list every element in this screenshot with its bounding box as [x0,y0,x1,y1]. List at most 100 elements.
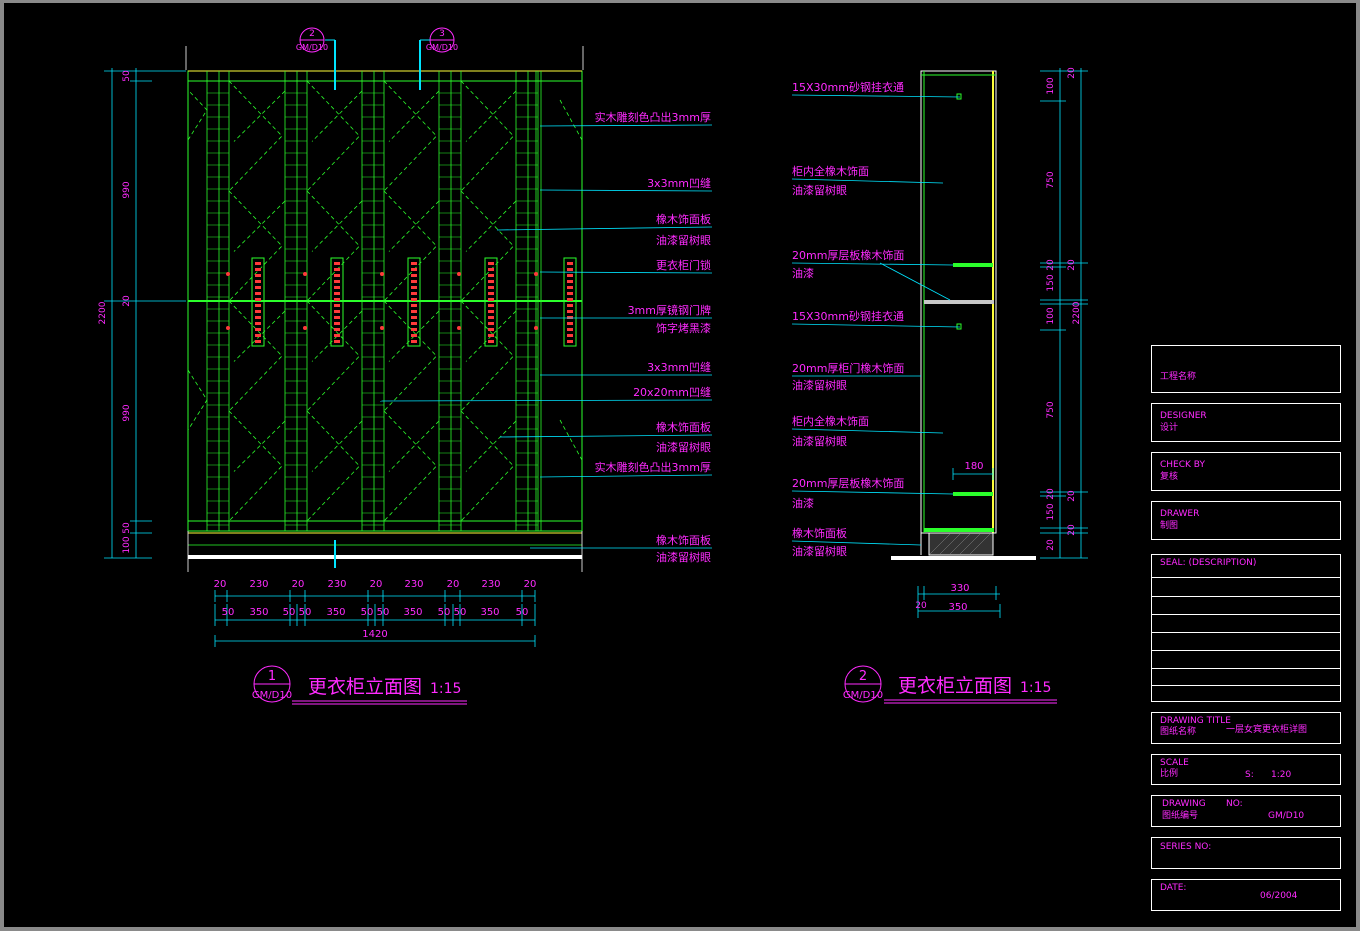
chevron-pattern-1 [187,80,583,522]
tb-scale-s: S: [1245,770,1254,780]
note-label: 橡木饰面板 [792,526,847,540]
tb-seal-row [1151,632,1341,633]
tb-project [1151,345,1341,393]
section-b-num: 3 [439,29,445,39]
tb-drawer-en: DRAWER [1160,509,1200,519]
note-label: 20x20mm凹缝 [633,385,711,399]
door-nameplate [484,257,498,347]
dim-left-2: 990 [122,181,132,198]
note-label: 柜内全橡木饰面 [792,164,869,178]
note-leader [791,323,961,328]
note-label: 更衣柜门锁 [656,258,711,272]
dim-w2-2: 20 [915,601,927,611]
elevation-1: 2 GM/D10 3 GM/D10 50 990 20 990 50 100 2… [98,27,713,705]
annotation-notes-1: 实木雕刻色凸出3mm厚3x3mm凹缝橡木饰面板油漆留树眼更衣柜门锁3mm厚镜钢门… [379,110,713,564]
dim-width-1: 1420 [362,629,387,640]
dim-bottom-mid: 350 [249,607,268,618]
tb-date-label: DATE: [1160,883,1187,893]
title-badge-ref-1: GM/D10 [252,690,292,701]
dim-bottom-mid: 50 [454,607,467,618]
door-nameplate [407,257,421,347]
left-dimensions-1 [104,68,186,559]
note-label: 20mm厚层板橡木饰面 [792,248,904,262]
tb-series [1151,837,1341,869]
dim-w1-2: 330 [950,583,969,594]
dim-bottom-mid: 50 [299,607,312,618]
dim-right: 20 [1046,539,1056,551]
note-label: 15X30mm砂钢挂衣通 [792,309,904,323]
note-label: 橡木饰面板 [656,533,711,547]
section-marker-b [419,27,455,90]
note-label: 油漆留树眼 [792,378,847,392]
title-1: 更衣柜立面图 [308,676,422,698]
tb-project-label: 工程名称 [1160,372,1197,382]
dim-bottom-mid: 50 [516,607,529,618]
dim-bottom-top: 20 [447,579,460,590]
door-plates-1 [226,257,577,347]
door-lock-dot [380,326,384,330]
dim-right-outer: 20 [1067,259,1077,271]
tb-series-label: SERIES NO: [1160,842,1212,852]
note-label: 油漆 [792,266,814,280]
dim-bottom-mid: 50 [222,607,235,618]
tb-drawing-title-cn: 图纸名称 [1160,727,1197,737]
dim-left-1: 50 [122,70,132,82]
note-label: 柜内全橡木饰面 [792,414,869,428]
tb-scale-en: SCALE [1160,758,1189,768]
tb-drawer [1151,501,1341,540]
door-lock-dot [226,272,230,276]
door-lock-dot [303,272,307,276]
tb-seal-row [1151,668,1341,669]
note-leader [539,271,713,274]
note-label: 3mm厚镜钢门牌 [628,303,711,317]
dim-bottom-top: 230 [404,579,423,590]
note-label: 油漆留树眼 [656,550,711,564]
title-2: 更衣柜立面图 [898,675,1012,697]
dim-right-total: 2200 [1072,301,1082,324]
title-scale-2: 1:15 [1020,680,1051,696]
section-marker-a [299,27,336,90]
dim-right: 750 [1046,401,1056,418]
door-lock-dot [457,326,461,330]
tb-check-cn: 复核 [1160,472,1179,482]
dim-bottom-top: 20 [370,579,383,590]
dim-right: 150 [1046,503,1056,520]
dim-right: 100 [1046,307,1056,324]
note-leader [539,189,713,192]
title-badge-1 [253,665,467,705]
note-leader [791,178,944,184]
door-lock-dot [534,272,538,276]
dim-bottom-top: 20 [214,579,227,590]
note-leader [879,262,951,301]
tb-check-en: CHECK BY [1160,460,1205,470]
dim-left-6: 100 [122,536,132,553]
note-label: 20mm厚层板橡木饰面 [792,476,904,490]
note-leader [791,490,954,495]
tb-designer-cn: 设计 [1160,423,1179,433]
tb-scale-cn: 比例 [1160,769,1179,779]
dim-right-outer: 20 [1067,490,1077,502]
note-label: 油漆留树眼 [792,183,847,197]
note-label: 饰字烤黑漆 [656,321,711,335]
title-badge-ref-2: GM/D10 [843,690,883,701]
note-label: 20mm厚柜门橡木饰面 [792,361,904,375]
bottom-dimensions-2 [917,586,1001,618]
tb-seal-row [1151,650,1341,651]
dim-right: 750 [1046,171,1056,188]
section-b-ref: GM/D10 [426,43,458,52]
note-label: 实木雕刻色凸出3mm厚 [595,460,711,474]
chevron-panel [306,80,363,522]
title-badge-num-2: 2 [859,669,867,684]
note-leader [539,124,713,127]
tb-date [1151,879,1341,911]
tb-drawing-no-value: GM/D10 [1268,811,1305,821]
dim-right: 150 [1046,274,1056,291]
dim-left-3: 20 [122,295,132,307]
dim-bottom-mid: 350 [403,607,422,618]
door-nameplate [330,257,344,347]
section-a-ref: GM/D10 [296,43,328,52]
shelf-dimension-2 [952,468,994,480]
